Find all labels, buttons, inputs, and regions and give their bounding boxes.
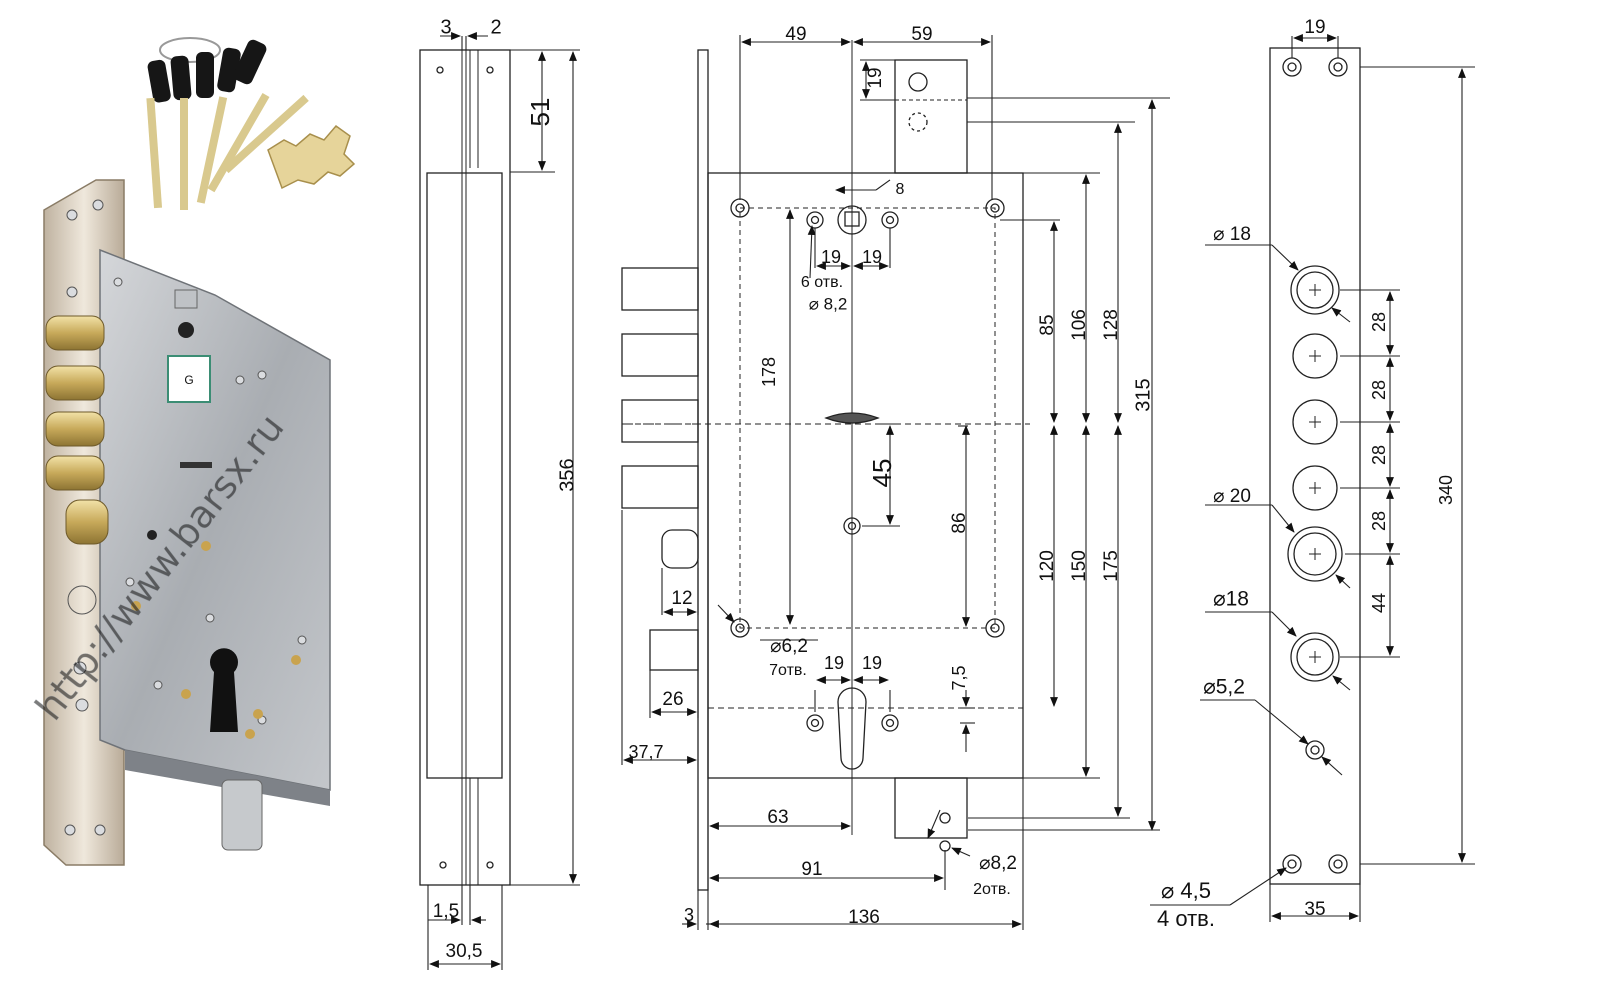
dimension-label: ⌀ 20 [1213, 486, 1251, 507]
dimension-label: 63 [767, 807, 788, 828]
dimension-label: 3 [684, 905, 694, 925]
dimension-label: 35 [1304, 899, 1325, 920]
dimension-label: 19 [821, 247, 841, 267]
dimension-label: 12 [671, 588, 692, 609]
dimension-line [1331, 307, 1351, 323]
dimension-line [1332, 675, 1351, 691]
dimension-label: 6 отв. [801, 274, 843, 291]
dimension-label: ⌀ 18 [1213, 224, 1251, 245]
dimension-line [1229, 867, 1287, 906]
lock-photo: G http://www.barsx.ru [27, 37, 356, 866]
dimension-label: 340 [1436, 475, 1456, 505]
dimension-label: 150 [1069, 550, 1090, 582]
dimension-line [875, 179, 891, 191]
dimension-label: 128 [1101, 309, 1122, 341]
dimension-line [1271, 504, 1295, 533]
dimension-line [717, 604, 735, 623]
dimension-label: 2отв. [973, 881, 1011, 898]
dimension-label: 19 [865, 67, 886, 88]
dimension-line [951, 847, 971, 857]
dimension-label: ⌀ 8,2 [809, 294, 848, 313]
dimension-label: 19 [862, 653, 882, 673]
dimension-label: 19 [1304, 17, 1325, 38]
dimension-label: 51 [525, 98, 555, 127]
dimension-label: 106 [1069, 309, 1090, 341]
dimension-label: 2 [490, 16, 501, 38]
dimension-label: 85 [1037, 314, 1058, 335]
dimension-label: ⌀5,2 [1203, 676, 1245, 699]
dimension-label: ⌀ 4,5 [1161, 878, 1211, 903]
dimension-line [807, 225, 816, 279]
dimension-label: 28 [1369, 511, 1389, 531]
dimension-label: 7,5 [949, 665, 969, 690]
dimension-line [1271, 244, 1299, 271]
dimension-label: 178 [759, 357, 779, 387]
dimension-label: 59 [911, 24, 932, 45]
dimension-label: 7отв. [769, 662, 807, 679]
dimension-label: 91 [801, 859, 822, 880]
dimension-lines [427, 32, 1475, 970]
dimension-label: 86 [949, 512, 970, 533]
dimension-line [927, 809, 941, 839]
dimension-label: 28 [1369, 445, 1389, 465]
dimension-label: 28 [1369, 312, 1389, 332]
keys-illustration [146, 37, 356, 210]
dimension-label: 28 [1369, 380, 1389, 400]
dimension-label: ⌀8,2 [979, 853, 1017, 874]
dimension-line [1335, 574, 1351, 589]
dimension-line [1321, 756, 1343, 776]
dimension-label: ⌀18 [1213, 588, 1249, 611]
dimension-label: 356 [556, 458, 578, 491]
dimension-label: 315 [1132, 378, 1154, 411]
dimension-label: 26 [662, 689, 683, 710]
dimension-label: ⌀6,2 [770, 636, 808, 657]
svg-text:G: G [184, 373, 193, 387]
dimension-label: 4 отв. [1157, 906, 1215, 931]
dimension-label: 19 [862, 247, 882, 267]
dimension-label: 19 [824, 653, 844, 673]
dimension-label: 30,5 [446, 941, 483, 962]
dimension-labels: 3 2 51 356 1,5 30,5 49 59 19 8 19 19 6 отв. ⌀ 8,2 178 8… [433, 16, 1456, 962]
dimension-label: 44 [1369, 593, 1389, 613]
dimension-label: 3 [440, 16, 451, 38]
dimension-label: 136 [848, 907, 880, 928]
dimension-line [1271, 611, 1297, 637]
dimension-label: 49 [785, 24, 806, 45]
dimension-label: 8 [896, 181, 905, 198]
dimension-label: 45 [867, 459, 897, 488]
dimension-label: 37,7 [628, 742, 663, 762]
side-view [419, 49, 511, 886]
dimension-label: 120 [1037, 550, 1058, 582]
faceplate-view [1269, 47, 1361, 885]
dimension-label: 175 [1101, 550, 1122, 582]
front-view [621, 40, 1030, 891]
dimension-label: 1,5 [433, 901, 459, 922]
dimension-line [1254, 699, 1309, 745]
